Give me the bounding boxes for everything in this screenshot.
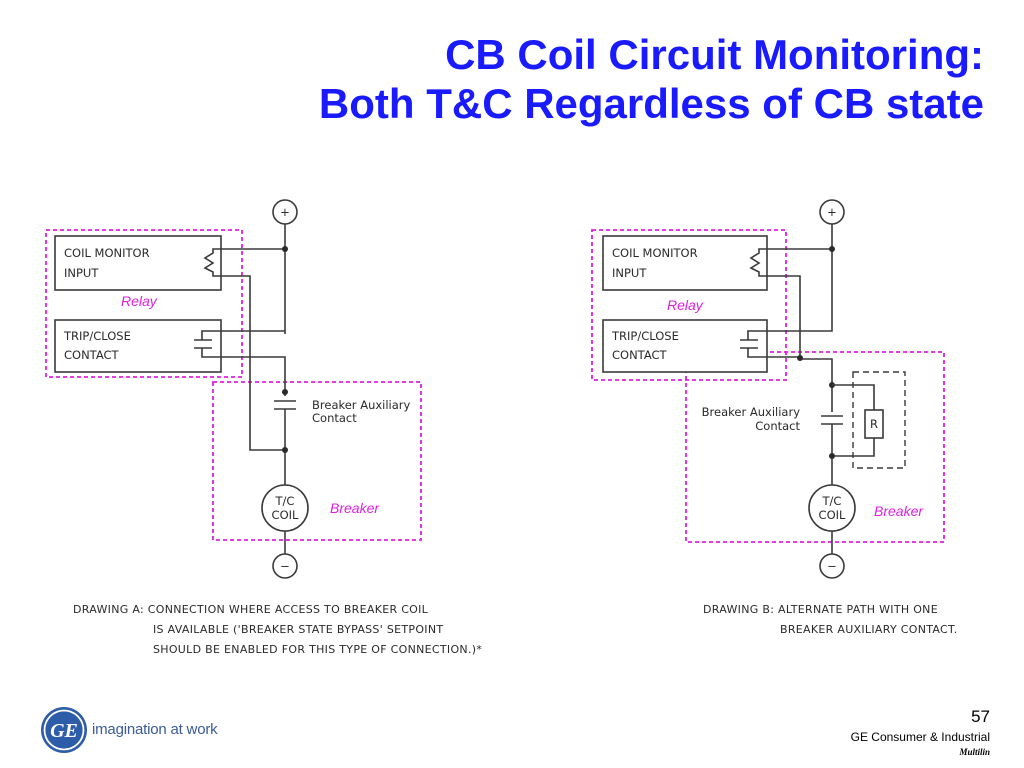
junction-b4: [829, 453, 835, 459]
coil-label-b1: T/C: [822, 494, 842, 508]
minus-terminal-b: [819, 553, 845, 579]
breaker-boundary-b: [685, 351, 945, 543]
relay-boundary-b: [591, 229, 787, 381]
coil-monitor-label-a1: COIL MONITOR: [64, 246, 150, 260]
wire-cm-bottom-a: [221, 275, 285, 451]
trip-close-box-a: [54, 319, 222, 373]
trip-close-contact-symbol-b: [740, 330, 767, 358]
coil-monitor-zigzag-a: [203, 248, 221, 277]
ge-logo-disc: [41, 707, 87, 753]
company-name: GE Consumer & Industrial: [850, 730, 990, 744]
breaker-boundary-a: [212, 381, 422, 541]
ge-logo: GE: [41, 707, 87, 753]
coil-label-a2: COIL: [272, 508, 299, 522]
caption-b-line1: DRAWING B: ALTERNATE PATH WITH ONE: [703, 603, 938, 616]
wire-tc-bottom-a: [221, 356, 286, 396]
caption-a-line1: DRAWING A: CONNECTION WHERE ACCESS TO BR…: [73, 603, 429, 616]
tagline: imagination at work: [92, 721, 218, 738]
trip-close-label-b1: TRIP/CLOSE: [611, 329, 679, 343]
title-line-2: Both T&C Regardless of CB state: [318, 80, 984, 127]
trip-close-label-a1: TRIP/CLOSE: [63, 329, 131, 343]
caption-a-line2: IS AVAILABLE ('BREAKER STATE BYPASS' SET…: [153, 623, 443, 636]
drawing-b: COIL MONITOR INPUT Relay TRIP/CLOSE CONT…: [591, 199, 958, 636]
coil-label-b2: COIL: [819, 508, 846, 522]
resistor-label-b: R: [870, 417, 878, 431]
wire-resistor-bottom-b: [832, 438, 875, 457]
coil-monitor-box-a: [54, 235, 222, 291]
trip-close-contact-symbol-a: [194, 330, 221, 358]
trip-close-label-b2: CONTACT: [612, 348, 668, 362]
minus-symbol-b: −: [827, 559, 837, 573]
drawing-a: COIL MONITOR INPUT Relay TRIP/CLOSE CONT…: [45, 199, 482, 656]
resistor-boundary-b: [852, 371, 906, 469]
coil-monitor-label-b1: COIL MONITOR: [612, 246, 698, 260]
coil-monitor-label-b2: INPUT: [612, 266, 647, 280]
minus-terminal-a: [272, 553, 298, 579]
plus-symbol-b: +: [827, 205, 837, 219]
aux-contact-symbol-a: [274, 400, 296, 410]
page-number: 57: [971, 707, 990, 726]
breaker-label-b: Breaker: [874, 503, 924, 519]
caption-b-line2: BREAKER AUXILIARY CONTACT.: [780, 623, 958, 636]
aux-contact-label-a2: Contact: [312, 411, 357, 425]
relay-label-a: Relay: [121, 293, 158, 309]
coil-monitor-zigzag-b: [749, 248, 767, 277]
plus-symbol-a: +: [280, 205, 290, 219]
aux-contact-symbol-b: [821, 415, 843, 425]
title-line-1: CB Coil Circuit Monitoring:: [445, 31, 984, 78]
supply-bus-b: [767, 224, 833, 332]
breaker-label-a: Breaker: [330, 500, 380, 516]
trip-close-box-b: [602, 319, 768, 373]
division-name: Multilin: [959, 747, 990, 757]
junction-b2: [797, 355, 803, 361]
aux-contact-label-a1: Breaker Auxiliary: [312, 398, 411, 412]
junction-b1: [829, 246, 835, 252]
minus-symbol-a: −: [280, 559, 290, 573]
junction-a1: [282, 246, 288, 252]
ge-logo-text: GE: [50, 720, 78, 742]
junction-a3: [282, 447, 288, 453]
trip-close-label-a2: CONTACT: [64, 348, 120, 362]
aux-contact-label-b1: Breaker Auxiliary: [702, 405, 801, 419]
relay-boundary-a: [45, 229, 243, 378]
slide-title: CB Coil Circuit Monitoring: Both T&C Reg…: [84, 30, 984, 128]
aux-contact-label-b2: Contact: [755, 419, 800, 433]
coil-label-a1: T/C: [275, 494, 295, 508]
wire-resistor-top-b: [832, 384, 875, 410]
wire-cm-bottom-b: [767, 275, 833, 412]
relay-label-b: Relay: [667, 297, 704, 313]
coil-monitor-box-b: [602, 235, 768, 291]
circuit-diagrams: COIL MONITOR INPUT Relay TRIP/CLOSE CONT…: [45, 199, 958, 656]
caption-a-line3: SHOULD BE ENABLED FOR THIS TYPE OF CONNE…: [153, 643, 482, 656]
coil-monitor-label-a2: INPUT: [64, 266, 99, 280]
ge-logo-ring: [43, 709, 85, 751]
junction-a2: [282, 389, 288, 395]
